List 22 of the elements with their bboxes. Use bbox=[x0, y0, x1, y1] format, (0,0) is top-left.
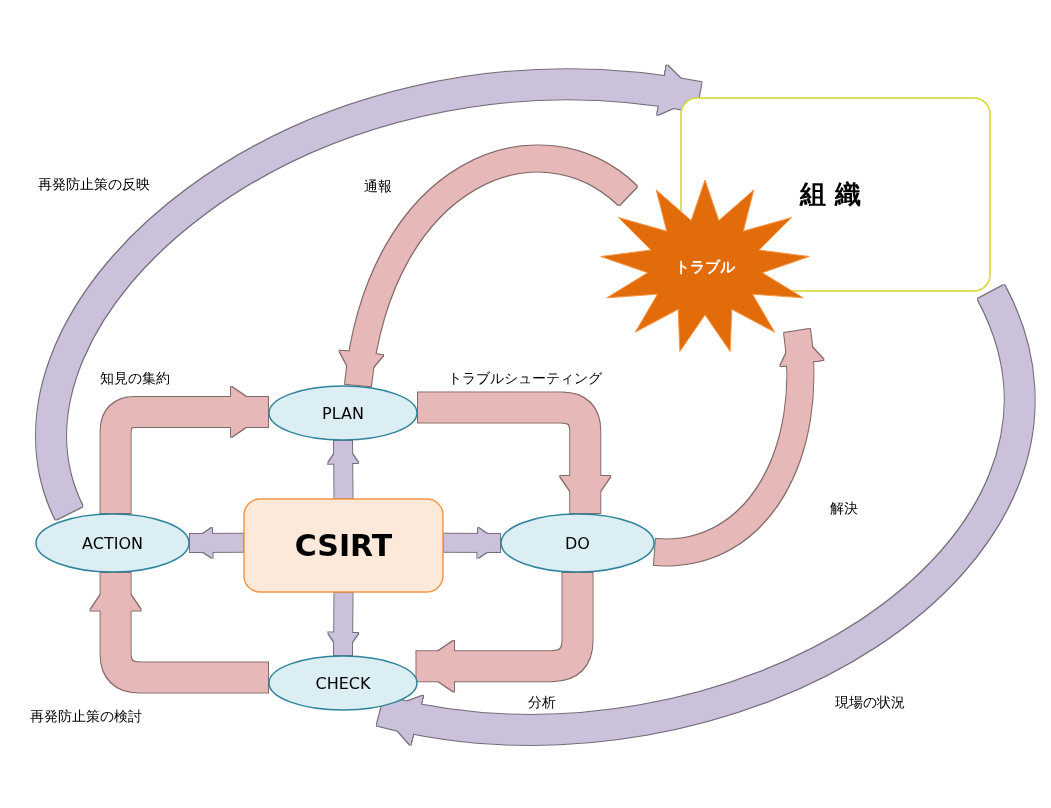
edge-label: 再発防止策の反映 bbox=[36, 175, 153, 194]
node-label: ACTION bbox=[82, 533, 143, 553]
node-label: PLAN bbox=[322, 403, 364, 423]
edge-label: 解決 bbox=[828, 500, 860, 518]
node-label: トラブル bbox=[675, 257, 735, 277]
edge-label: 再発防止策の検討 bbox=[28, 708, 144, 726]
block-arrow bbox=[327, 592, 359, 656]
edge-label: 分析 bbox=[526, 694, 558, 712]
block-arrow bbox=[90, 573, 268, 693]
edge-label: 知見の集約 bbox=[98, 370, 172, 388]
block-arrow bbox=[327, 440, 359, 499]
block-arrow bbox=[418, 392, 611, 513]
node-label: DO bbox=[565, 533, 590, 553]
node-label: CHECK bbox=[315, 673, 371, 693]
block-arrow bbox=[189, 527, 244, 559]
block-arrow bbox=[100, 386, 268, 513]
node-label: 組織 bbox=[800, 178, 871, 211]
node-label: CSIRT bbox=[294, 528, 393, 563]
edge-label: 現場の状況 bbox=[833, 694, 907, 712]
edge-label: 通報 bbox=[362, 178, 394, 196]
block-arrow bbox=[377, 286, 1034, 745]
block-arrow bbox=[443, 527, 501, 559]
